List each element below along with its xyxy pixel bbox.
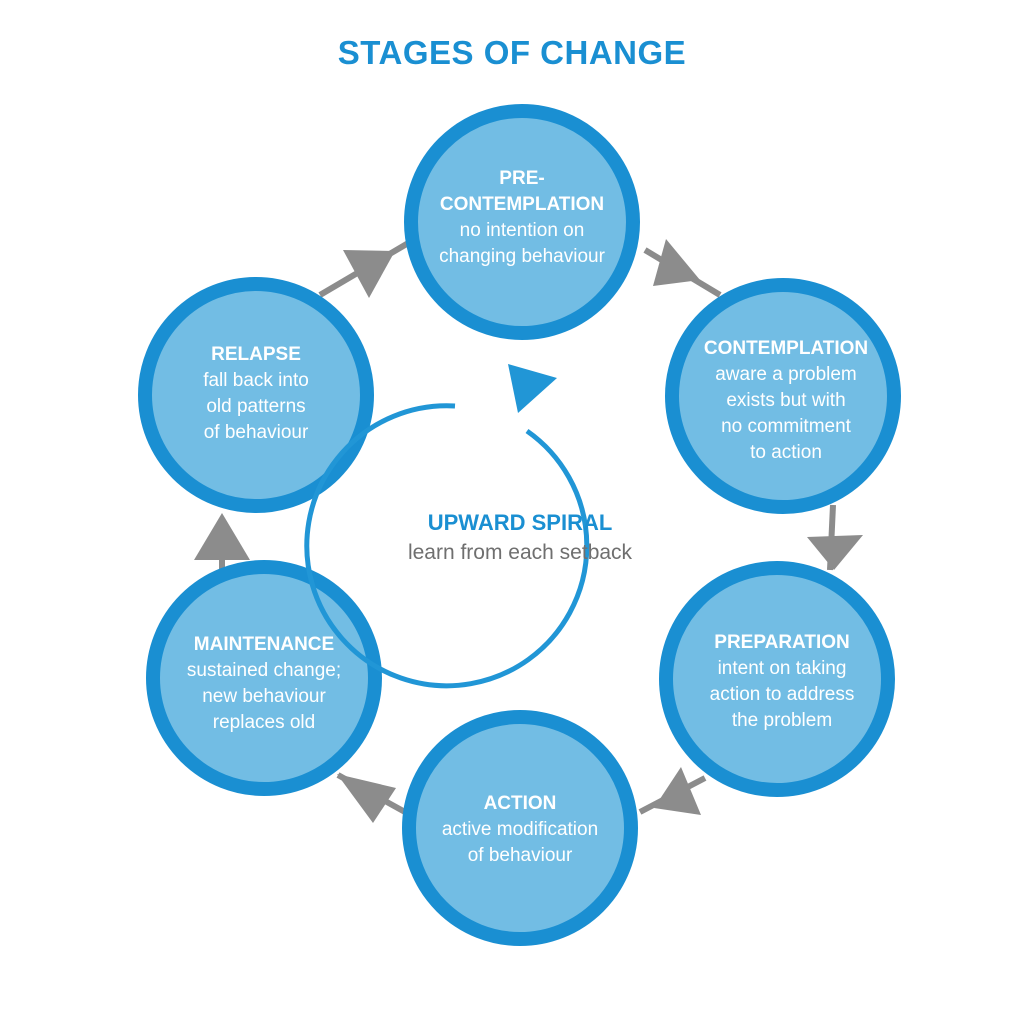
connector-preparation-to-action	[638, 767, 707, 815]
stage-description: sustained change; new behaviour replaces…	[186, 660, 342, 733]
arrow-head	[337, 774, 396, 823]
arrow-head	[653, 239, 700, 286]
stage-name: RELAPSE	[211, 344, 301, 365]
arrow-head	[807, 535, 863, 570]
upward-spiral-label: UPWARD SPIRAL learn from each setback	[370, 508, 670, 568]
arrow-head	[194, 513, 250, 560]
stage-relapse: RELAPSE fall back into old patterns of b…	[146, 342, 366, 446]
stage-circle-precontemplation	[404, 104, 640, 340]
upward-spiral-title: UPWARD SPIRAL	[427, 510, 613, 535]
stage-circle-contemplation	[665, 278, 901, 514]
stage-preparation: PREPARATION intent on taking action to a…	[672, 630, 892, 734]
stage-name: MAINTENANCE	[193, 634, 335, 655]
connector-contemplation-to-preparation	[807, 504, 863, 571]
spiral-arrow-head	[508, 364, 557, 413]
stage-maintenance: MAINTENANCE sustained change; new behavi…	[154, 632, 374, 736]
upward-spiral-description: learn from each setback	[407, 541, 633, 564]
connector-pre-to-contemplation	[643, 239, 722, 298]
stage-description: intent on taking action to address the p…	[709, 658, 855, 731]
stage-description: no intention on changing behaviour	[439, 220, 605, 267]
arrow-head	[654, 767, 701, 815]
upward-spiral	[304, 364, 590, 689]
stage-description: aware a problem exists but with no commi…	[715, 364, 857, 463]
stage-circle-relapse	[138, 277, 374, 513]
stage-name: ACTION	[483, 793, 557, 814]
stage-circle-maintenance	[146, 560, 382, 796]
diagram-title: STAGES OF CHANGE	[337, 34, 687, 71]
stage-name: PREPARATION	[714, 632, 850, 653]
stage-circle-preparation	[659, 561, 895, 797]
connector-relapse-to-pre	[318, 239, 412, 298]
stage-precontemplation: PRE- CONTEMPLATION no intention on chang…	[412, 166, 632, 270]
stage-description: fall back into old patterns of behaviour	[203, 370, 309, 443]
stage-description: active modification of behaviour	[441, 819, 599, 866]
stage-name: CONTEMPLATION	[703, 338, 869, 359]
stage-contemplation: CONTEMPLATION aware a problem exists but…	[676, 336, 896, 466]
connector-action-to-maintenance	[336, 772, 407, 823]
stage-action: ACTION active modification of behaviour	[410, 791, 630, 869]
stage-name: PRE- CONTEMPLATION	[439, 168, 605, 215]
stage-circle-action	[402, 710, 638, 946]
arrow-head	[343, 250, 395, 298]
